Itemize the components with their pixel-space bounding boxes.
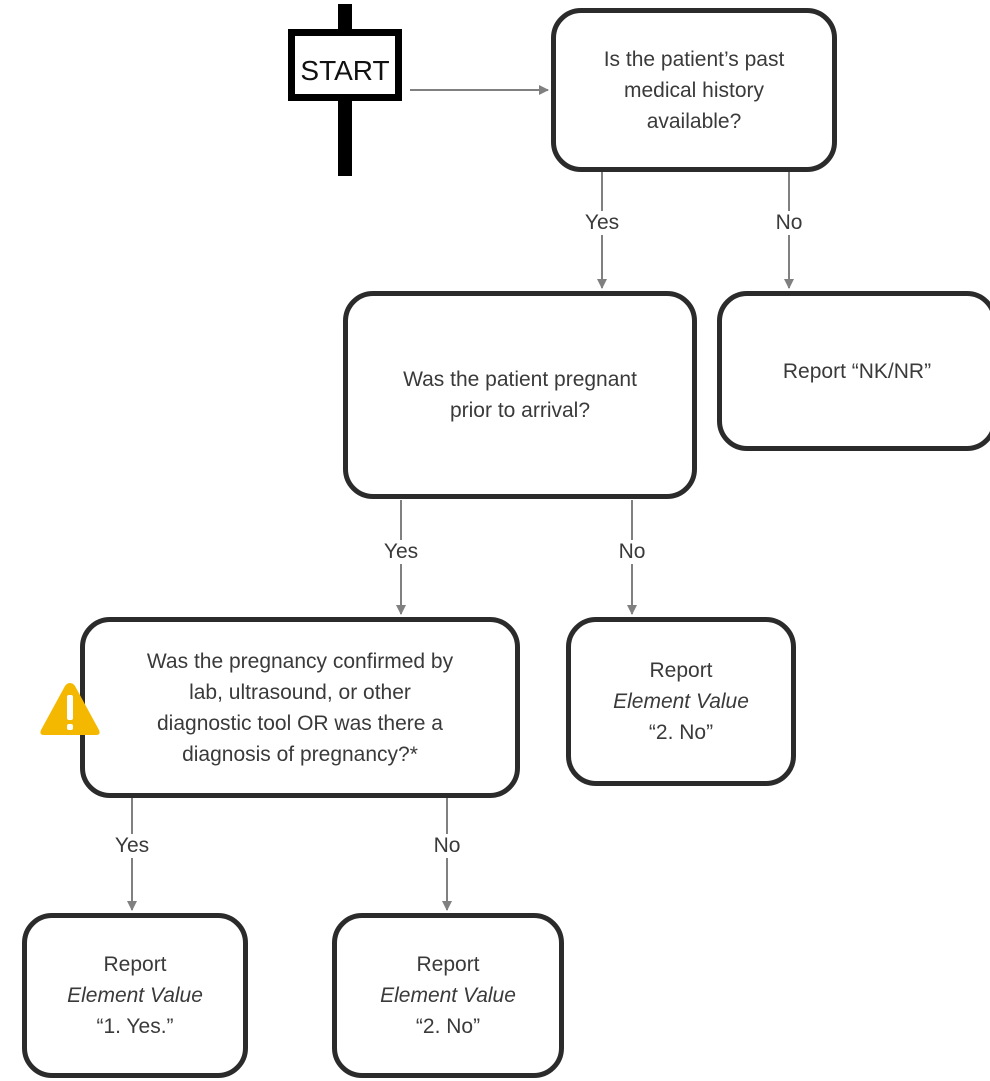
- outcome-report-label: Report: [416, 953, 480, 976]
- outcome-report-nk-nr: Report “NK/NR”: [717, 291, 990, 451]
- edge-label-q2-no: No: [616, 540, 648, 564]
- outcome-value: “1. Yes.”: [96, 1015, 174, 1038]
- decision-text-line: prior to arrival?: [449, 399, 591, 422]
- outcome-element-value-label: Element Value: [613, 690, 749, 713]
- outcome-report-yes: Report Element Value “1. Yes.”: [22, 913, 248, 1078]
- warning-triangle-icon: [40, 683, 100, 735]
- outcome-value: “2. No”: [415, 1015, 481, 1038]
- decision-text-line: Was the patient pregnant: [403, 368, 637, 391]
- decision-text-line: available?: [646, 109, 742, 133]
- edge-label-q1-no: No: [773, 211, 805, 235]
- outcome-element-value-label: Element Value: [67, 984, 203, 1007]
- outcome-text-line: Report “NK/NR”: [782, 359, 932, 383]
- outcome-value: “2. No”: [648, 721, 714, 744]
- decision-past-medical-history: Is the patient’s past medical history av…: [551, 8, 837, 172]
- outcome-report-label: Report: [103, 953, 167, 976]
- decision-pregnant-prior-to-arrival: Was the patient pregnant prior to arriva…: [343, 291, 697, 499]
- decision-text-line: diagnosis of pregnancy?*: [182, 742, 418, 766]
- outcome-report-no-middle: Report Element Value “2. No”: [566, 617, 796, 786]
- edge-label-q1-yes: Yes: [582, 211, 622, 235]
- edge-label-q3-yes: Yes: [112, 834, 152, 858]
- start-label: START: [300, 55, 390, 86]
- decision-pregnancy-confirmed: Was the pregnancy confirmed by lab, ultr…: [80, 617, 520, 798]
- signpost-icon: [288, 4, 402, 176]
- outcome-report-no-bottom: Report Element Value “2. No”: [332, 913, 564, 1078]
- decision-text-line: lab, ultrasound, or other: [189, 680, 411, 704]
- outcome-report-label: Report: [649, 659, 713, 682]
- edge-label-q3-no: No: [431, 834, 463, 858]
- decision-text-line: diagnostic tool OR was there a: [157, 711, 443, 735]
- decision-text-line: Is the patient’s past: [603, 47, 785, 71]
- outcome-element-value-label: Element Value: [380, 984, 516, 1007]
- decision-text-line: Was the pregnancy confirmed by: [146, 649, 454, 673]
- edge-label-q2-yes: Yes: [381, 540, 421, 564]
- decision-text-line: medical history: [623, 78, 765, 102]
